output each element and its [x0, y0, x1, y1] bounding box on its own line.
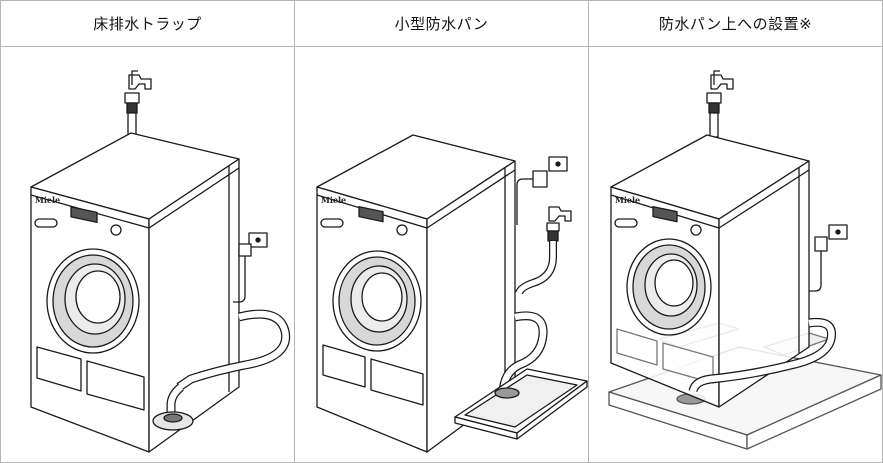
drain-hose-icon — [166, 309, 291, 413]
washing-machine-icon: Miele — [610, 134, 810, 408]
cell-floor-drain-trap: Miele — [1, 47, 294, 462]
waterproof-pan-icon — [454, 368, 588, 440]
cell-small-waterproof-pan: Miele — [294, 47, 588, 462]
washing-machine-icon: Miele — [316, 134, 516, 453]
brand-label: Miele — [615, 195, 640, 205]
brand-label: Miele — [35, 195, 60, 205]
faucet-icon — [515, 206, 572, 295]
washing-machine-on-pan-illustration: Miele — [608, 70, 882, 450]
floor-drain-icon — [152, 411, 194, 431]
power-socket-icon — [233, 232, 268, 303]
header-small-waterproof-pan: 小型防水パン — [294, 1, 588, 46]
table-body-row: Miele — [1, 47, 882, 462]
washing-machine-small-pan-illustration: Miele — [316, 134, 588, 453]
power-socket-icon — [809, 224, 848, 292]
brand-label: Miele — [321, 195, 346, 205]
washing-machine-icon: Miele — [30, 132, 240, 453]
header-on-waterproof-pan: 防水パン上への設置※ — [588, 1, 882, 46]
faucet-icon — [706, 70, 734, 138]
cell-on-waterproof-pan: Miele — [588, 47, 882, 462]
table-header-row: 床排水トラップ 小型防水パン 防水パン上への設置※ — [1, 1, 882, 47]
drain-hose-icon — [688, 317, 837, 393]
washing-machine-floor-drain-illustration: Miele — [30, 70, 291, 453]
power-socket-icon — [516, 156, 568, 225]
header-floor-drain-trap: 床排水トラップ — [93, 15, 202, 33]
faucet-icon — [124, 70, 152, 138]
drain-hose-icon — [498, 311, 548, 396]
